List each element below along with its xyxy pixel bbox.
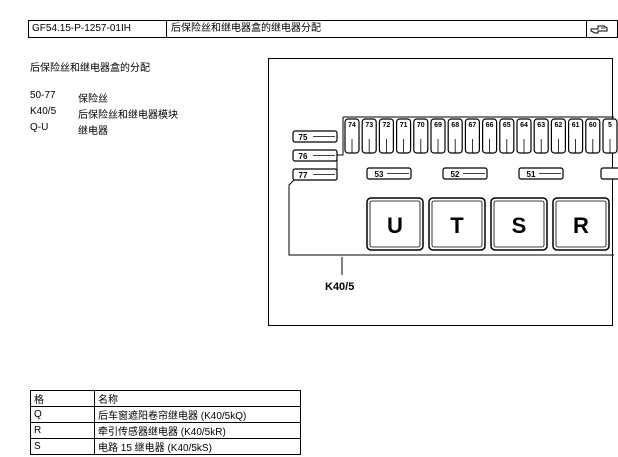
fuse-slot-74: 74: [344, 118, 360, 154]
relay-T: T: [428, 197, 486, 251]
table-cell: 牵引传感器继电器 (K40/5kR): [94, 422, 301, 439]
table-cell: Q: [30, 406, 95, 423]
table-cell: R: [30, 422, 95, 439]
relay-U: U: [366, 197, 424, 251]
fuse-label: 5: [608, 122, 612, 129]
fuse-label: 65: [503, 122, 511, 129]
relay-label: U: [387, 213, 403, 238]
table-row: Q 后车窗遮阳卷帘继电器 (K40/5kQ): [30, 406, 301, 423]
fuse-slot-68: 68: [447, 118, 463, 154]
relay-assignment-table: 格 名称 Q 后车窗遮阳卷帘继电器 (K40/5kQ) R 牵引传感器继电器 (…: [30, 390, 301, 455]
fuse-slot-70: 70: [413, 118, 429, 154]
fuse-slot-60: 60: [585, 118, 601, 154]
fuse-slot-53: 53: [366, 167, 412, 180]
table-cell: S: [30, 438, 95, 455]
fuse-label: 52: [451, 170, 460, 179]
relay-label: T: [450, 213, 464, 238]
fuse-label: 60: [589, 122, 597, 129]
fuse-slot-5: 5: [602, 118, 618, 154]
fuse-label: 64: [520, 122, 528, 129]
legend-item: 50-77 保险丝: [30, 90, 108, 105]
fuse-slot-61: 61: [568, 118, 584, 154]
relay-label: R: [573, 213, 589, 238]
top-fuse-row: 74 73 72 71 70 69 68 67 66 65 64 63 62 61 60 5: [344, 118, 618, 154]
relay-S: S: [490, 197, 548, 251]
table-cell: 电路 15 继电器 (K40/5kS): [94, 438, 301, 455]
mid-fuse-row: 53 52 51: [366, 167, 618, 180]
module-label: K40/5: [325, 281, 354, 293]
legend-key: Q-U: [30, 122, 49, 133]
legend-key: K40/5: [30, 106, 57, 117]
fuse-slot-64: 64: [516, 118, 532, 154]
legend-key: 50-77: [30, 90, 56, 101]
relay-R: R: [552, 197, 610, 251]
legend-desc: 继电器: [78, 126, 108, 137]
legend-desc: 后保险丝和继电器模块: [78, 110, 178, 121]
fuse-slot-72: 72: [378, 118, 395, 154]
fuse-slot-71: 71: [395, 118, 412, 154]
fuse-label: 68: [451, 122, 459, 129]
fuse-label: 73: [365, 122, 373, 129]
table-header-row: 格 名称: [30, 390, 301, 407]
fuse-slot-75: 75: [292, 130, 338, 143]
fuse-label: 77: [299, 171, 308, 180]
hand-pointer-icon[interactable]: [587, 21, 617, 37]
legend-item: Q-U 继电器: [30, 122, 108, 137]
fuse-label: 70: [417, 122, 425, 129]
left-fuse-column: 75 76 77: [292, 130, 338, 181]
fuse-label: 61: [572, 122, 580, 129]
fuse-label: 72: [383, 122, 391, 129]
relay-label: S: [512, 213, 527, 238]
fuse-slot-66: 66: [482, 118, 498, 154]
fuse-label: 69: [434, 122, 442, 129]
fuse-label: 74: [348, 122, 356, 129]
fuse-label: 67: [469, 122, 477, 129]
fuse-label: 76: [299, 152, 308, 161]
fuse-label: 53: [375, 170, 384, 179]
fuse-label: 75: [299, 133, 308, 142]
document-header: GF54.15-P-1257-01IH 后保险丝和继电器盒的继电器分配: [28, 20, 618, 38]
fuse-label: 71: [400, 122, 408, 129]
table-cell: 后车窗遮阳卷帘继电器 (K40/5kQ): [94, 406, 301, 423]
document-id: GF54.15-P-1257-01IH: [29, 21, 167, 37]
fuse-slot-67: 67: [464, 118, 480, 154]
fuse-label: 51: [527, 170, 536, 179]
legend-desc: 保险丝: [78, 94, 108, 105]
fuse-slot-73: 73: [361, 118, 377, 154]
fuse-box-svg: 74 73 72 71 70 69 68 67 66 65 64 63 62 61 60 5 75 76 77 5…: [288, 116, 618, 293]
fuse-label: 66: [486, 122, 494, 129]
fuse-slot-76: 76: [292, 149, 338, 162]
fuse-slot-77: 77: [292, 168, 338, 181]
table-header-cell: 名称: [94, 390, 301, 407]
fuse-slot-partial: [600, 167, 618, 180]
fuse-slot-52: 52: [442, 167, 488, 180]
fuse-box-diagram: 74 73 72 71 70 69 68 67 66 65 64 63 62 61 60 5 75 76 77 5…: [268, 58, 618, 326]
fuse-slot-63: 63: [533, 118, 549, 154]
fuse-label: 63: [537, 122, 545, 129]
document-title: 后保险丝和继电器盒的继电器分配: [167, 21, 587, 37]
fuse-slot-62: 62: [550, 118, 566, 154]
fuse-slot-69: 69: [430, 118, 446, 154]
table-header-cell: 格: [30, 390, 95, 407]
fuse-slot-65: 65: [499, 118, 515, 154]
fuse-label: 62: [555, 122, 563, 129]
table-row: S 电路 15 继电器 (K40/5kS): [30, 438, 301, 455]
table-row: R 牵引传感器继电器 (K40/5kR): [30, 422, 301, 439]
section-subtitle: 后保险丝和继电器盒的分配: [30, 63, 150, 74]
legend-item: K40/5 后保险丝和继电器模块: [30, 106, 178, 121]
fuse-slot-51: 51: [518, 167, 564, 180]
